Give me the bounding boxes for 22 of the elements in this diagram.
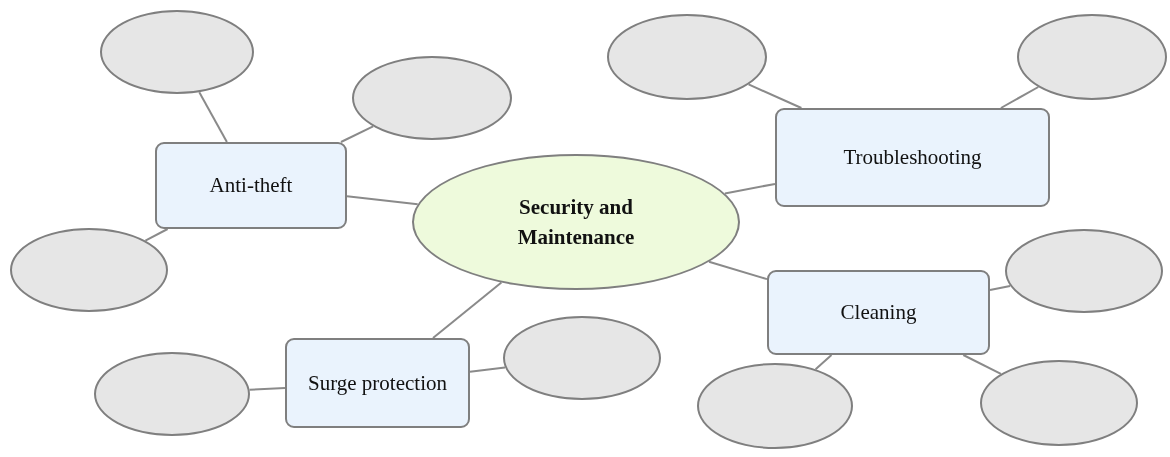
connector-line [346,195,419,206]
connector-line [198,91,228,143]
topic-box [155,142,347,229]
topic-box [767,270,990,355]
connector-line [999,86,1040,109]
connector-line [708,260,768,281]
connector-line [144,228,169,242]
topic-label: Cleaning [839,299,918,327]
connector-line [340,125,375,143]
connector-line [814,354,833,371]
connector-line [469,366,506,373]
connector-line [248,387,286,391]
topic-box [775,108,1050,207]
topic-label: Troubleshooting [842,144,983,172]
connector-line [432,281,503,339]
connector-line [723,182,776,195]
topic-box [285,338,470,428]
topic-label: Surge protection [307,369,448,397]
connector-line [747,83,803,109]
topic-label: Security and Maintenance [516,193,636,251]
topic-label: Anti-theft [208,172,294,200]
connector-line [962,354,1002,375]
